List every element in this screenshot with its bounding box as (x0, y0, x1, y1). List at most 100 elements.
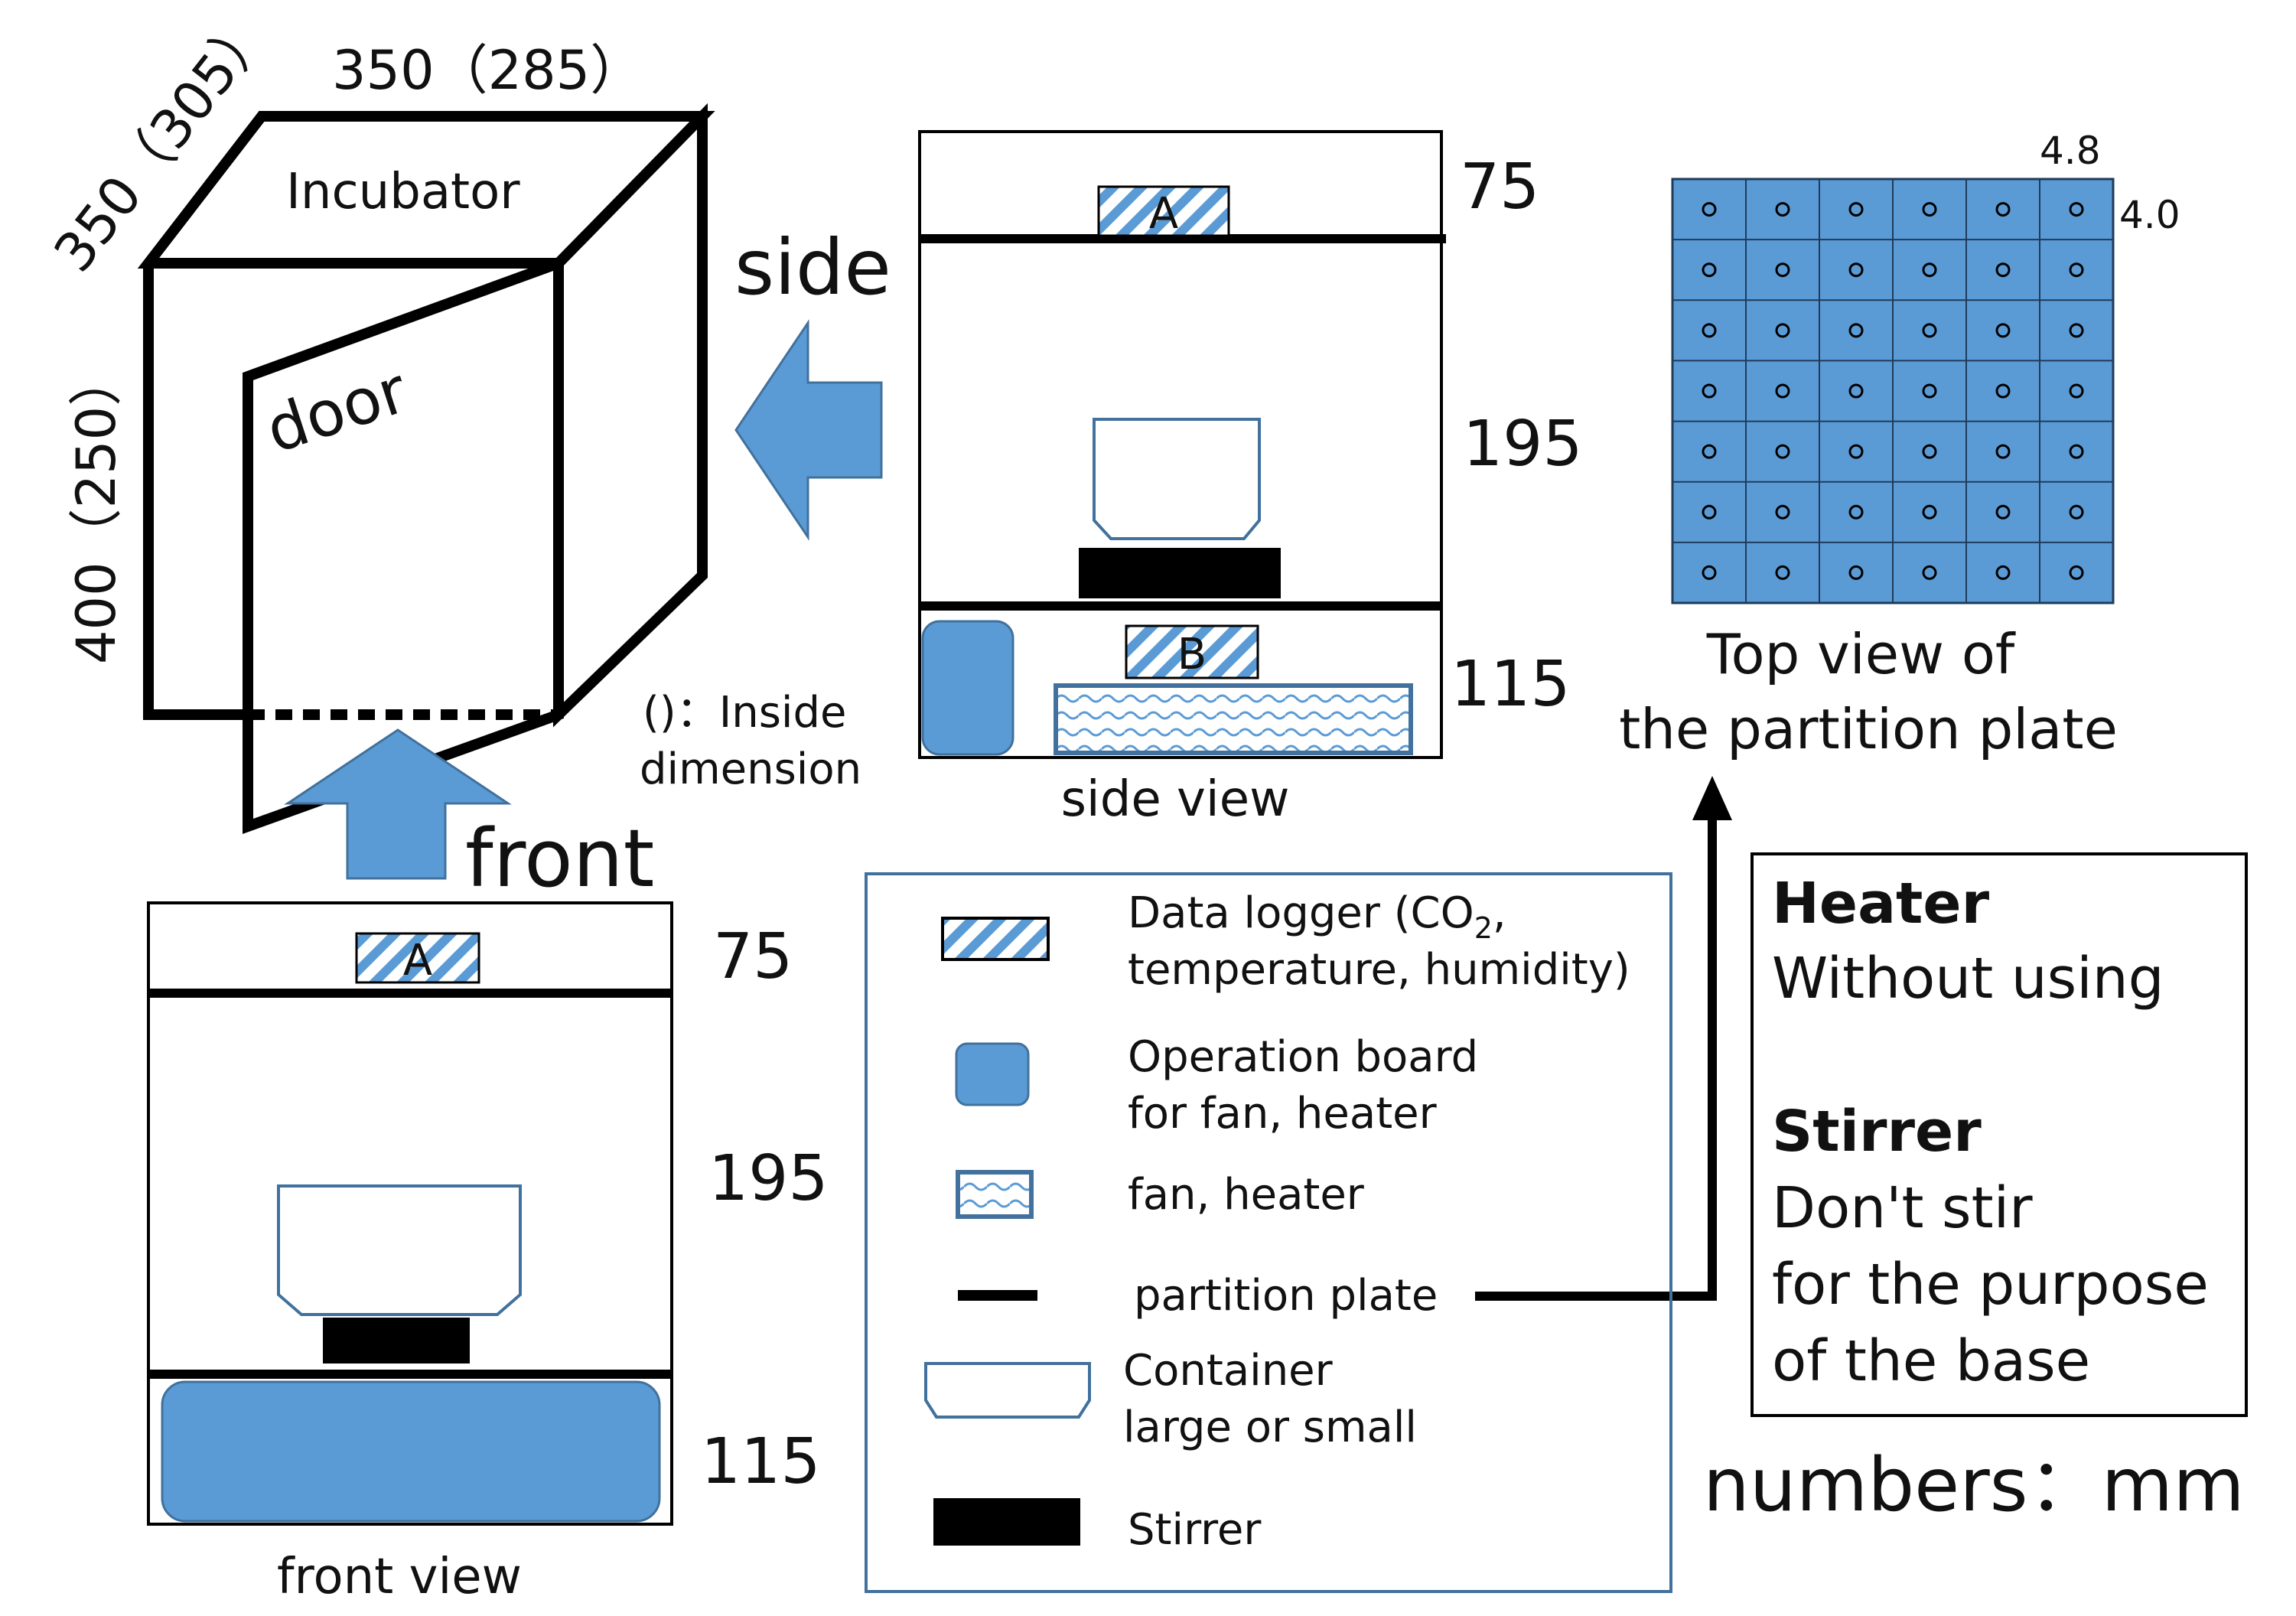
side-arrow: side (734, 223, 891, 541)
hole-spacing-x: 4.8 (2040, 129, 2101, 173)
notes-box: Heater Without using Stirrer Don't stir … (1750, 852, 2248, 1417)
partition-connector-arrow (1475, 776, 1732, 1301)
plate-hole (2069, 202, 2084, 217)
plate-hole (1848, 565, 1864, 580)
plate-hole (1702, 444, 1717, 459)
legend: Data logger (CO2, temperature, humidity)… (865, 872, 1672, 1593)
stirrer-line3: of the base (1772, 1328, 2090, 1394)
plate-hole (1922, 444, 1937, 459)
dim-width: 350（285） (332, 39, 643, 102)
legend-operation-board-label: Operation board (1128, 1032, 1478, 1082)
side-view: A B side view 75 195 115 (918, 130, 1583, 828)
side-view-caption: side view (1061, 771, 1290, 828)
plate-hole (1702, 323, 1717, 338)
plate-hole (2069, 262, 2084, 278)
door-panel (243, 255, 564, 834)
data-logger-b (1125, 624, 1259, 679)
front-logger-a-label: A (403, 936, 432, 986)
plate-hole (1775, 262, 1790, 278)
partition-plate-top-view: 4.8 4.0 Top view of the partition plate (1619, 129, 2180, 761)
plate-hole (1922, 504, 1937, 520)
inside-note-line1: ()：Inside (643, 688, 846, 738)
stirrer-line2: for the purpose (1772, 1252, 2209, 1318)
data-logger-a (1097, 185, 1230, 237)
plate-hole (1775, 565, 1790, 580)
legend-stirrer-label: Stirrer (1128, 1505, 1262, 1555)
plate-hole (1995, 202, 2011, 217)
plate-hole (1995, 565, 2011, 580)
legend-container-label-2: large or small (1123, 1403, 1417, 1452)
dim-height: 400（250） (65, 353, 128, 664)
legend-container-label: Container (1123, 1346, 1334, 1396)
units-note: numbers：mm (1703, 1442, 2245, 1528)
plate-hole (2069, 504, 2084, 520)
plate-hole (1775, 444, 1790, 459)
legend-fan-heater-swatch (956, 1170, 1034, 1219)
container (1093, 418, 1261, 540)
stirrer-title: Stirrer (1772, 1099, 1982, 1165)
legend-stirrer-swatch (933, 1498, 1080, 1546)
inside-note-line2: dimension (640, 744, 861, 794)
plate-hole (1702, 383, 1717, 399)
door-label: door (258, 354, 416, 468)
plate-hole (1922, 262, 1937, 278)
plate-hole (1995, 383, 2011, 399)
heater-title: Heater (1772, 871, 1990, 937)
plate-hole (1848, 202, 1864, 217)
plate-hole (1922, 323, 1937, 338)
side-label: side (734, 223, 891, 312)
heater-text: Without using (1772, 946, 2164, 1012)
data-logger-a (355, 932, 480, 984)
legend-data-logger-swatch (941, 917, 1050, 961)
plate-caption-line1: Top view of (1706, 622, 2016, 686)
operation-board (921, 620, 1014, 756)
container (277, 1184, 522, 1316)
legend-operation-board-swatch (955, 1042, 1030, 1106)
plate-hole (1775, 504, 1790, 520)
plate-hole (1922, 565, 1937, 580)
stirrer (323, 1318, 470, 1364)
plate-hole (1848, 444, 1864, 459)
incubator-title: Incubator (286, 164, 520, 220)
plate-hole (2069, 383, 2084, 399)
fan-heater (1054, 683, 1413, 755)
plate-hole (1702, 262, 1717, 278)
legend-partition-swatch (958, 1290, 1037, 1301)
side-dim-mid: 195 (1463, 408, 1583, 481)
plate-hole (1995, 504, 2011, 520)
hole-spacing-y: 4.0 (2119, 193, 2180, 237)
plate-hole (1848, 383, 1864, 399)
side-dim-top: 75 (1460, 151, 1539, 223)
legend-data-logger-label: Data logger (CO2, (1128, 888, 1506, 945)
legend-fan-heater-label: fan, heater (1128, 1170, 1365, 1220)
plate-hole (1775, 383, 1790, 399)
plate-hole (1995, 444, 2011, 459)
legend-container-swatch (924, 1362, 1091, 1419)
plate-hole (1775, 323, 1790, 338)
front-dim-bottom: 115 (701, 1425, 821, 1498)
plate-grid (1671, 178, 2115, 604)
stirrer (1079, 548, 1281, 598)
plate-hole (1848, 323, 1864, 338)
plate-hole (1848, 504, 1864, 520)
side-dim-bottom: 115 (1451, 648, 1571, 721)
front-view: A front view 75 195 115 (147, 901, 829, 1605)
plate-hole (1775, 202, 1790, 217)
front-dim-mid: 195 (708, 1142, 829, 1215)
plate-hole (1995, 323, 2011, 338)
plate-caption-line2: the partition plate (1619, 697, 2118, 761)
plate-hole (2069, 565, 2084, 580)
plate-hole (1848, 262, 1864, 278)
front-label: front (465, 812, 654, 905)
legend-partition-label: partition plate (1134, 1271, 1438, 1321)
plate-hole (1922, 202, 1937, 217)
plate-hole (1995, 262, 2011, 278)
operation-board (161, 1380, 661, 1523)
front-view-caption: front view (277, 1549, 522, 1605)
logger-a-label: A (1149, 189, 1178, 239)
plate-hole (2069, 323, 2084, 338)
incubator-box: Incubator door 350（285） 350（305） 400（250… (42, 0, 861, 834)
plate-hole (1922, 383, 1937, 399)
plate-hole (1702, 202, 1717, 217)
